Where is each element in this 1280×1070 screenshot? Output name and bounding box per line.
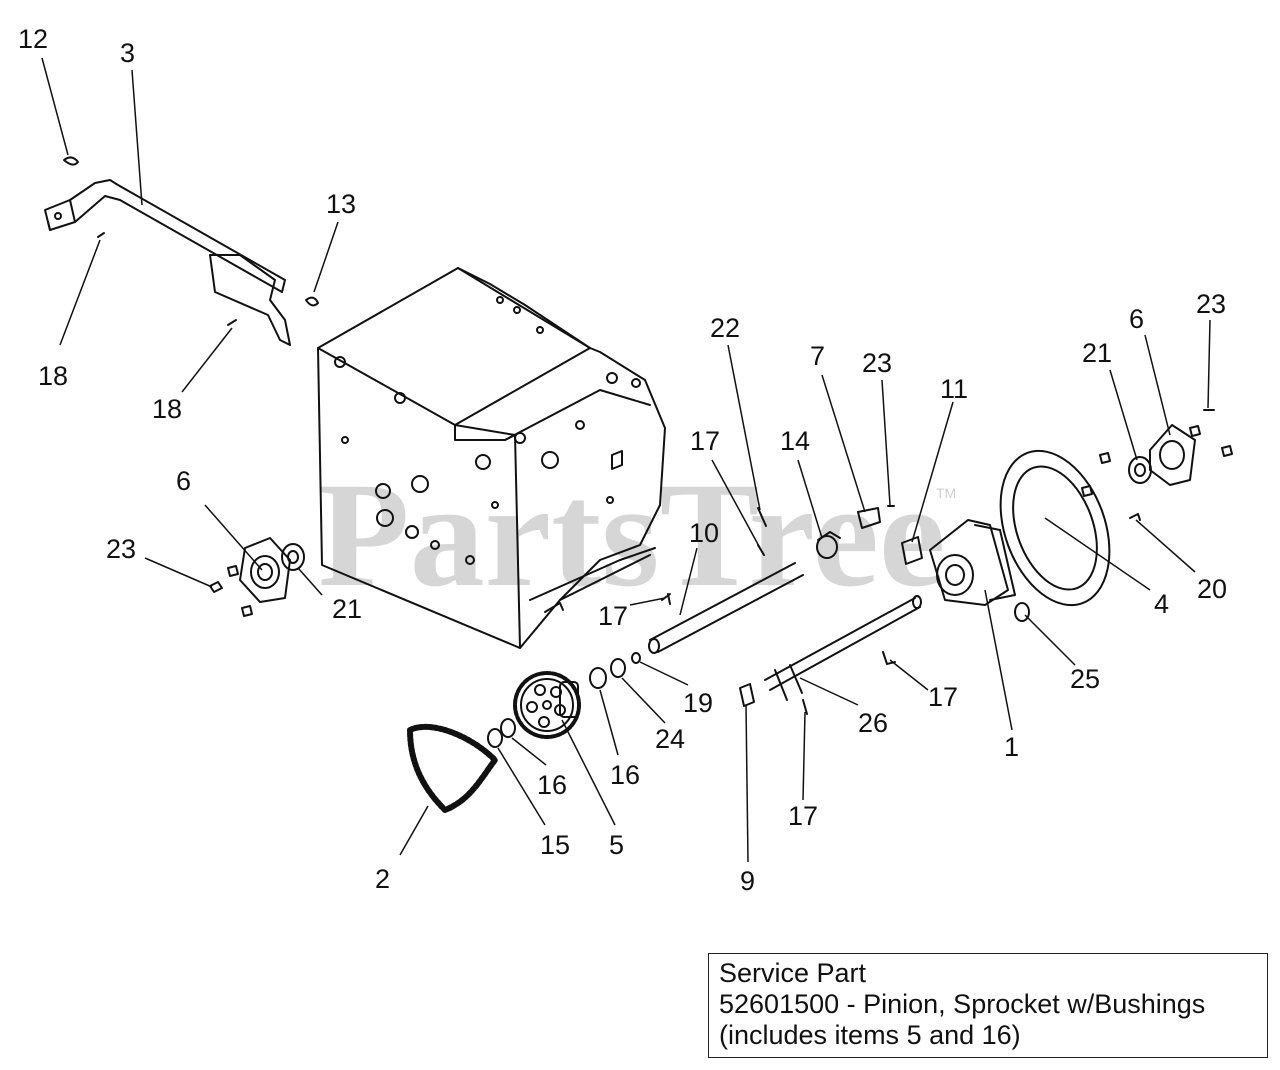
wheel-disc-4-part xyxy=(999,449,1111,607)
callout-5: 5 xyxy=(609,830,624,860)
callout-6-left: 6 xyxy=(176,466,191,496)
callout-2: 2 xyxy=(375,864,390,894)
part-12-clip xyxy=(63,156,79,166)
part-16-washer-left xyxy=(500,718,516,738)
callout-24: 24 xyxy=(655,724,685,754)
callout-22: 22 xyxy=(710,313,740,343)
callout-6-right: 6 xyxy=(1129,304,1144,334)
callout-21-left: 21 xyxy=(332,594,362,624)
drive-chain-part xyxy=(407,723,498,813)
service-part-includes: (includes items 5 and 16) xyxy=(719,1020,1021,1050)
nut-right-b xyxy=(1099,452,1111,464)
part-18-pin-b xyxy=(227,319,237,326)
part-17-pin-d xyxy=(802,699,808,715)
bearing-flange-right-part xyxy=(1149,424,1196,486)
callout-12: 12 xyxy=(18,24,48,54)
callout-17-c: 17 xyxy=(928,682,958,712)
axle-26-part xyxy=(764,595,922,701)
callout-13: 13 xyxy=(326,189,356,219)
part-7-clip xyxy=(857,507,881,529)
callout-16-a: 16 xyxy=(537,770,567,800)
callout-14: 14 xyxy=(780,426,810,456)
nut-left-b xyxy=(241,605,253,617)
callout-15: 15 xyxy=(540,830,570,860)
callout-18-b: 18 xyxy=(152,394,182,424)
callout-4: 4 xyxy=(1154,589,1169,619)
watermark-text: PartsTree xyxy=(318,452,945,618)
service-part-note: Service Part 52601500 - Pinion, Sprocket… xyxy=(708,953,1268,1058)
part-9-key xyxy=(739,683,755,707)
callout-21-right: 21 xyxy=(1082,338,1112,368)
callout-26: 26 xyxy=(858,708,888,738)
watermark-tm: TM xyxy=(936,485,956,501)
callout-17-a: 17 xyxy=(598,601,628,631)
callout-11: 11 xyxy=(940,374,968,404)
callout-17-b: 17 xyxy=(690,426,720,456)
part-18-pin-a xyxy=(97,232,105,238)
bearing-flange-left-part xyxy=(239,537,291,603)
callout-9: 9 xyxy=(740,866,755,896)
callout-1: 1 xyxy=(1004,732,1019,762)
part-16-washer-right xyxy=(589,667,607,689)
callout-3: 3 xyxy=(120,38,135,68)
part-24-spacer xyxy=(610,658,626,678)
part-20-pin xyxy=(1129,513,1141,521)
nut-right-d xyxy=(1221,445,1233,457)
callout-23-mid: 23 xyxy=(862,348,892,378)
nut-left-a xyxy=(227,565,239,577)
leader-lines xyxy=(41,57,1211,863)
callout-25: 25 xyxy=(1070,664,1100,694)
bearing-flange-1-part xyxy=(929,519,1016,606)
callout-10: 10 xyxy=(689,518,719,548)
service-part-title: Service Part xyxy=(719,958,867,988)
part-22-pin xyxy=(757,507,767,527)
part-25-washer xyxy=(1014,602,1030,622)
part-13-clip xyxy=(305,296,319,307)
nut-right-c xyxy=(1189,425,1201,437)
service-part-number: 52601500 - Pinion, Sprocket w/Bushings xyxy=(719,989,1206,1019)
callout-17-d: 17 xyxy=(788,801,818,831)
nut-right-a xyxy=(1081,485,1093,497)
shift-lever-part xyxy=(44,179,291,346)
callout-23-left: 23 xyxy=(106,534,136,564)
callout-18-a: 18 xyxy=(38,361,68,391)
shaft-10-part xyxy=(648,562,804,654)
callout-7: 7 xyxy=(810,341,825,371)
part-23-bolt-left xyxy=(209,581,223,593)
callout-20: 20 xyxy=(1197,574,1227,604)
callout-16-b: 16 xyxy=(610,760,640,790)
callout-19: 19 xyxy=(683,688,713,718)
frame-housing-part xyxy=(317,267,666,649)
bearing-21-left-part xyxy=(281,543,305,571)
bearing-21-right-part xyxy=(1128,456,1152,484)
part-19-ball xyxy=(631,652,641,664)
callout-23-right: 23 xyxy=(1196,289,1226,319)
sprocket-part xyxy=(513,671,581,739)
part-15-washer xyxy=(487,728,503,748)
